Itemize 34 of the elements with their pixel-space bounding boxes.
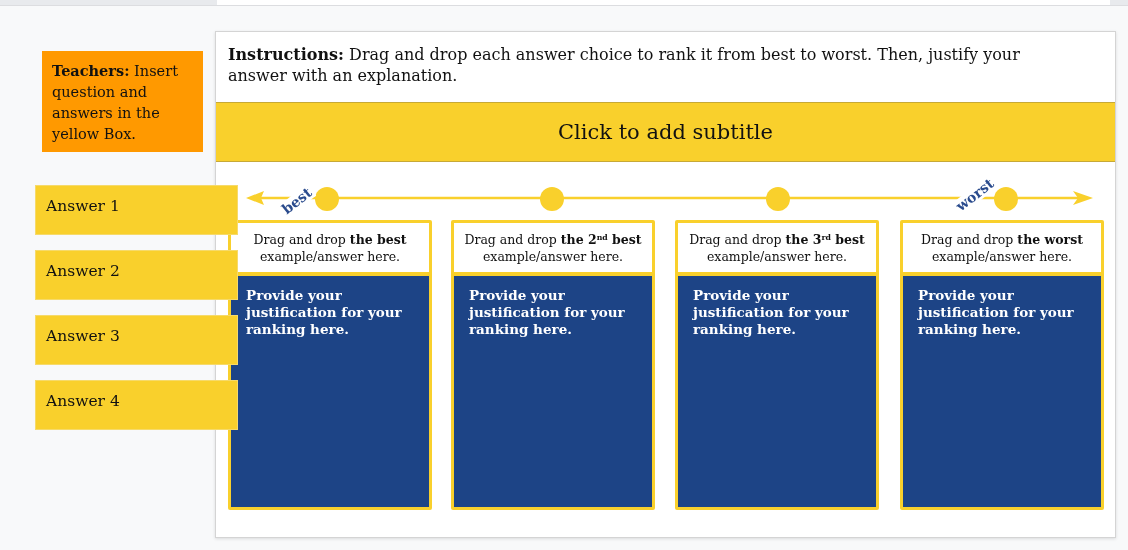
teacher-note xyxy=(42,51,203,152)
answer-card xyxy=(35,185,238,235)
drop-zone xyxy=(903,223,1101,272)
ranking-column xyxy=(900,220,1104,510)
answer-label: Answer 4 xyxy=(46,391,120,411)
answer-card xyxy=(35,250,238,300)
answer-card xyxy=(35,380,238,430)
note-text: Teachers: Insert question and answers in the yellow Box. xyxy=(52,61,179,144)
justification-prompt: Provide your justification for your ranking here. xyxy=(693,287,850,338)
drop-zone xyxy=(231,223,429,272)
instructions-text: Instructions: Drag and drop each answer choice to rank it from best to worst. Then, justify your answer with an explanation. xyxy=(228,44,1021,86)
answer-label: Answer 3 xyxy=(46,326,120,346)
subtitle-text: Click to add subtitle xyxy=(558,120,773,144)
ranking-column xyxy=(451,220,655,510)
justification-panel xyxy=(903,276,1101,507)
drop-instruction: Drag and drop the worst example/answer here. xyxy=(919,230,1085,265)
answer-label: Answer 2 xyxy=(46,261,120,281)
drop-instruction: Drag and drop the 3$^{rd}$ best example/answer here. xyxy=(688,230,866,265)
justification-prompt: Provide your justification for your ranking here. xyxy=(469,287,626,338)
slide-card xyxy=(215,31,1116,538)
answer-label: Answer 1 xyxy=(46,196,120,216)
justification-panel xyxy=(231,276,429,507)
drop-zone xyxy=(678,223,876,272)
drop-instruction: Drag and drop the best example/answer here. xyxy=(252,230,408,265)
justification-panel xyxy=(678,276,876,507)
justification-panel xyxy=(454,276,652,507)
answer-card xyxy=(35,315,238,365)
justification-prompt: Provide your justification for your ranking here. xyxy=(918,287,1075,338)
subtitle-bar xyxy=(216,102,1115,162)
drop-instruction: Drag and drop the 2$^{nd}$ best example/answer here. xyxy=(463,230,643,265)
ranking-column xyxy=(228,220,432,510)
justification-prompt: Provide your justification for your ranking here. xyxy=(246,287,403,338)
ranking-column xyxy=(675,220,879,510)
drop-zone xyxy=(454,223,652,272)
